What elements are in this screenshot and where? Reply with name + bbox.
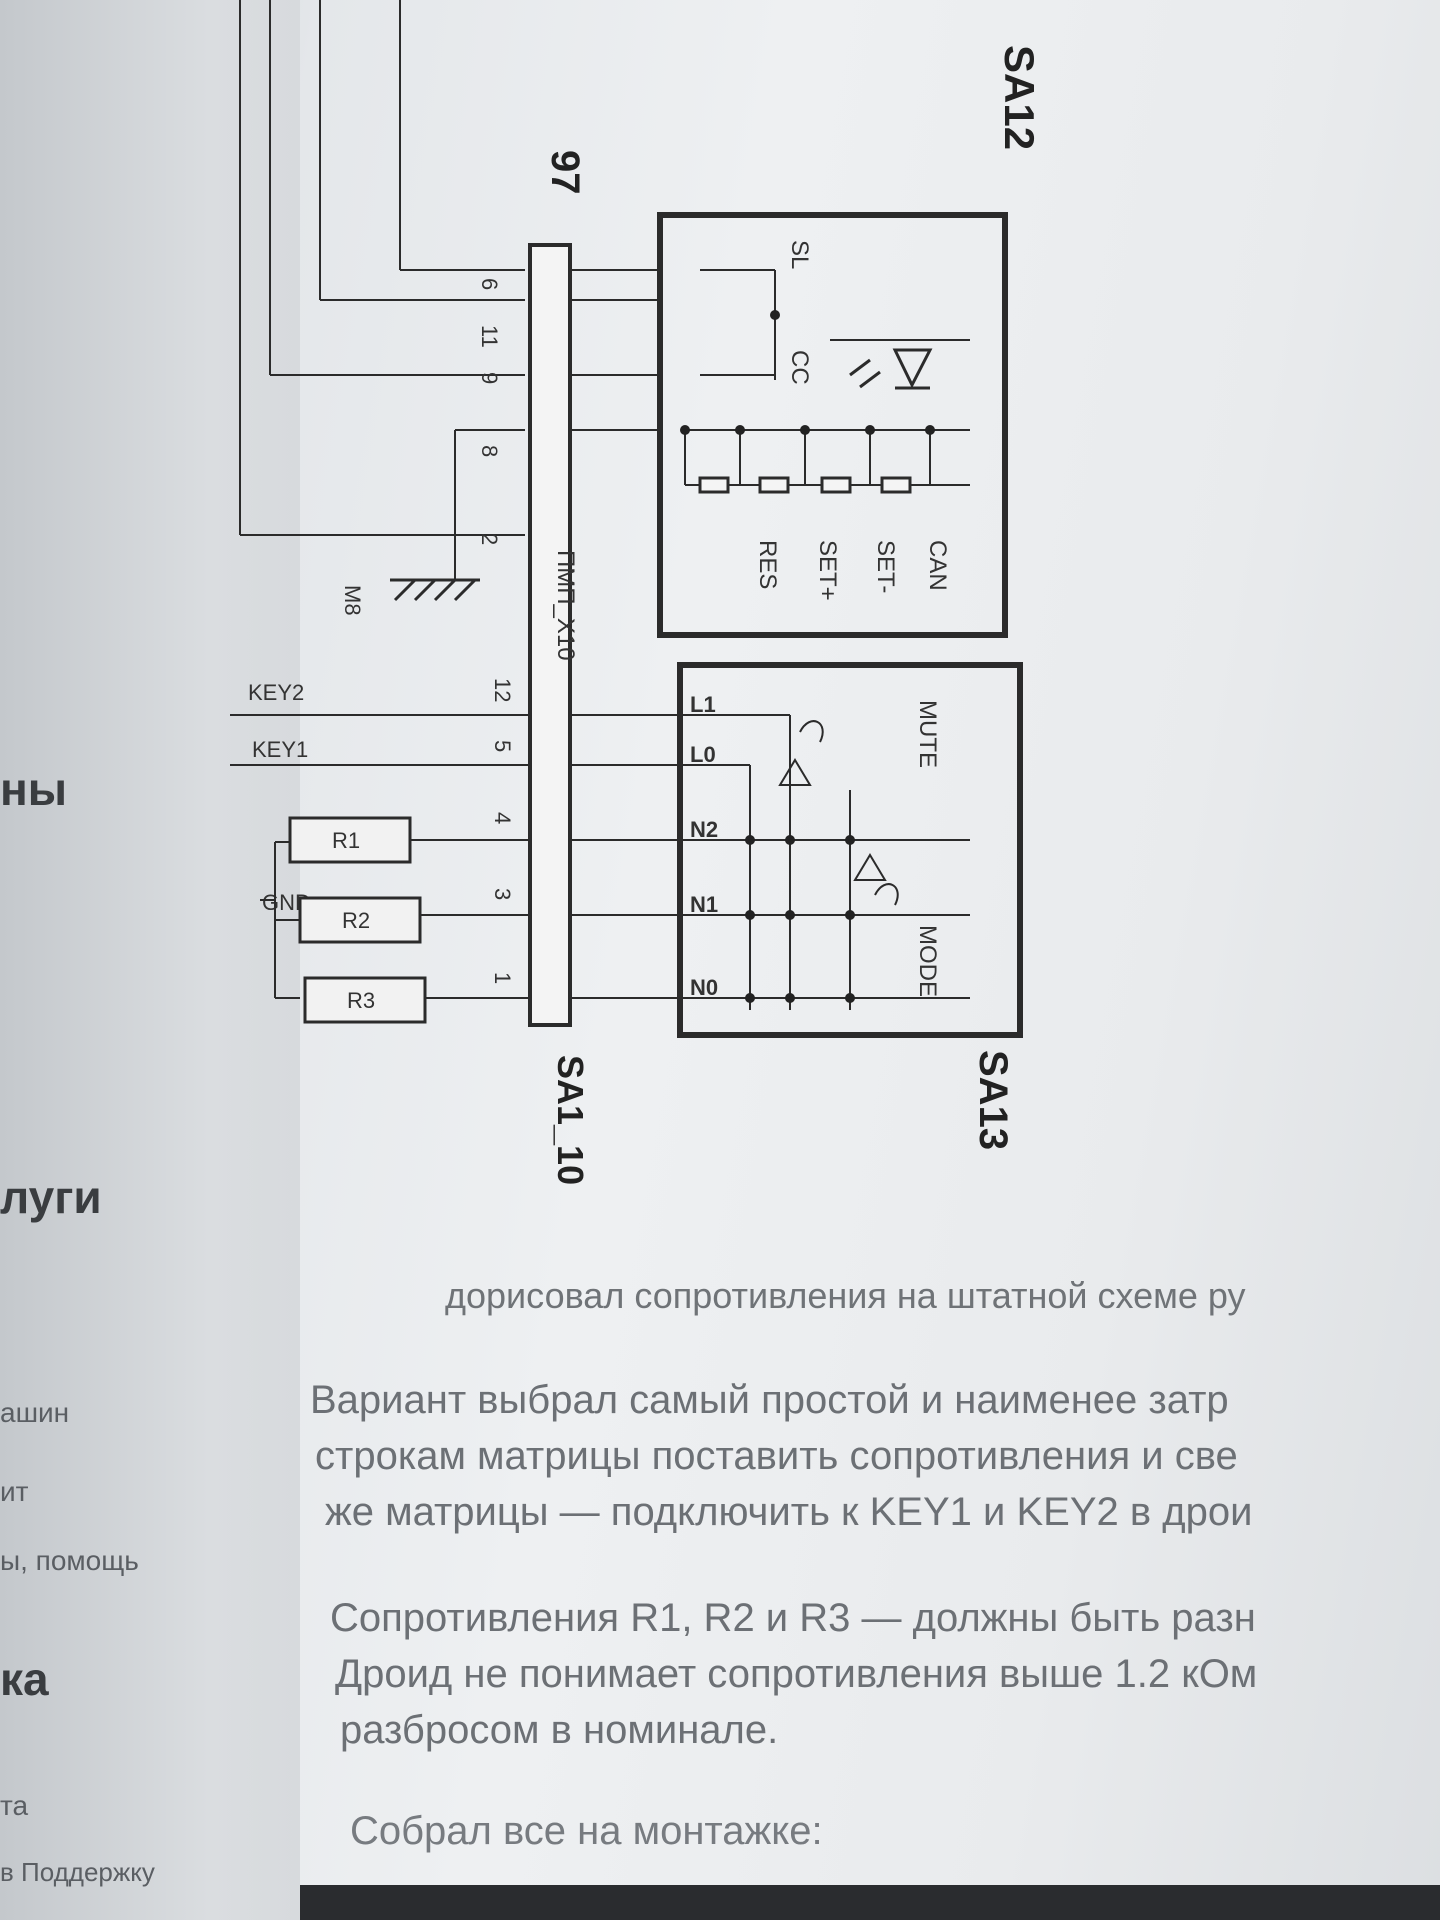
paragraph-3: Собрал все на монтажке: (350, 1809, 823, 1853)
sa12-resistor-chain (698, 476, 912, 494)
sa13-grid (680, 714, 970, 1010)
sidebar-heading-2: луги (0, 1171, 102, 1223)
sa13-row: N1 (690, 892, 718, 917)
pin-label: 5 (490, 740, 515, 752)
sa12-set-minus: SET- (872, 540, 899, 593)
monitor-bezel (300, 1885, 1440, 1920)
connector-bar (528, 243, 572, 1027)
connector-name: ПМП_X10 (552, 550, 579, 661)
pin-numbers-upper: 6 11 9 8 2 (477, 278, 502, 545)
resistor-r1 (288, 816, 412, 864)
sa12-cc: CC (786, 350, 813, 385)
paragraph-line: строкам матрицы поставить сопротивления … (315, 1434, 1238, 1478)
schematic-image: M8 97 ПМП_X10 SA1_10 6 11 9 8 2 12 5 4 3… (230, 0, 1043, 1185)
resistor-r3 (303, 976, 427, 1024)
paragraph-2: Сопротивления R1, R2 и R3 — должны быть … (330, 1590, 1257, 1758)
paragraph-line: Сопротивления R1, R2 и R3 — должны быть … (330, 1596, 1256, 1640)
key-lines (230, 714, 530, 766)
pin-label: 9 (477, 372, 502, 384)
sa12-block (657, 212, 1008, 638)
upper-wires (239, 0, 525, 580)
sa13-row: N0 (690, 975, 718, 1000)
sidebar-link-3[interactable]: ы, помощь (0, 1545, 139, 1576)
sa13-block (677, 662, 1023, 1038)
sidebar-link-4[interactable]: та (0, 1790, 29, 1821)
sa12-can: CAN (924, 540, 951, 591)
paragraph-line: разбросом в номинале. (340, 1708, 779, 1752)
pin-numbers-lower: 12 5 4 3 1 (490, 678, 515, 984)
sa13-text: MUTE MODE (914, 700, 941, 997)
resistor-network (260, 839, 530, 999)
sidebar-heading-1: ны (0, 763, 68, 815)
ground-label: M8 (340, 585, 365, 616)
ground-symbol (390, 578, 480, 602)
sa12-nodes (680, 310, 935, 435)
sa13-row: L0 (690, 742, 716, 767)
sidebar: ны луги ашин ит ы, помощь ка та в Поддер… (0, 0, 300, 1920)
resistor-labels: R1 R2 R3 (332, 828, 375, 1013)
sa13-switch-icons (778, 720, 899, 906)
paragraph-1: Вариант выбрал самый простой и наименее … (310, 1372, 1252, 1540)
sa13-label: SA13 (971, 1050, 1015, 1150)
resistor-label: R1 (332, 828, 360, 853)
sa12-label: SA12 (996, 45, 1043, 150)
pin-label: 3 (490, 888, 515, 900)
bar-to-block-wires (570, 269, 680, 999)
sidebar-link-2[interactable]: ит (0, 1476, 29, 1507)
sidebar-link-1[interactable]: ашин (0, 1397, 70, 1428)
sidebar-link-5[interactable]: в Поддержку (0, 1857, 155, 1887)
pin-label: 11 (477, 325, 502, 348)
sa12-res: RES (754, 540, 781, 589)
key2-label: KEY2 (248, 680, 304, 705)
resistor-label: R3 (347, 988, 375, 1013)
connector-ref: SA1_10 (550, 1055, 591, 1185)
paragraph-line: Дроид не понимает сопротивления выше 1.2… (335, 1652, 1258, 1696)
sa13-mute: MUTE (914, 700, 941, 768)
resistors (288, 816, 427, 1024)
resistor-label: R2 (342, 908, 370, 933)
sa12-internals (684, 269, 970, 486)
pin-label: 1 (490, 972, 515, 984)
sa13-row-labels: L1 L0 N2 N1 N0 (690, 692, 718, 1000)
pin-label: 4 (490, 812, 515, 824)
sa12-set-plus: SET+ (814, 540, 841, 601)
sa12-text: SL CC CAN SET- SET+ RES (754, 240, 951, 601)
pin-label: 8 (477, 445, 502, 457)
sa12-sl: SL (786, 240, 813, 269)
sa13-mode: MODE (914, 925, 941, 997)
pin-label: 2 (477, 533, 502, 545)
led-icon (849, 348, 933, 390)
image-caption: дорисовал сопротивления на штатной схеме… (445, 1275, 1246, 1316)
sa13-nodes (745, 835, 855, 1003)
paragraph-line: Вариант выбрал самый простой и наименее … (310, 1378, 1229, 1422)
sa13-row: L1 (690, 692, 716, 717)
key1-label: KEY1 (252, 737, 308, 762)
pin-label: 12 (490, 678, 515, 702)
resistor-r2 (298, 896, 422, 944)
connector-left-label: 97 (543, 150, 587, 195)
sidebar-heading-3: ка (0, 1653, 49, 1705)
pin-label: 6 (477, 278, 502, 290)
sa13-row: N2 (690, 817, 718, 842)
paragraph-line: же матрицы — подключить к KEY1 и KEY2 в … (325, 1490, 1253, 1534)
